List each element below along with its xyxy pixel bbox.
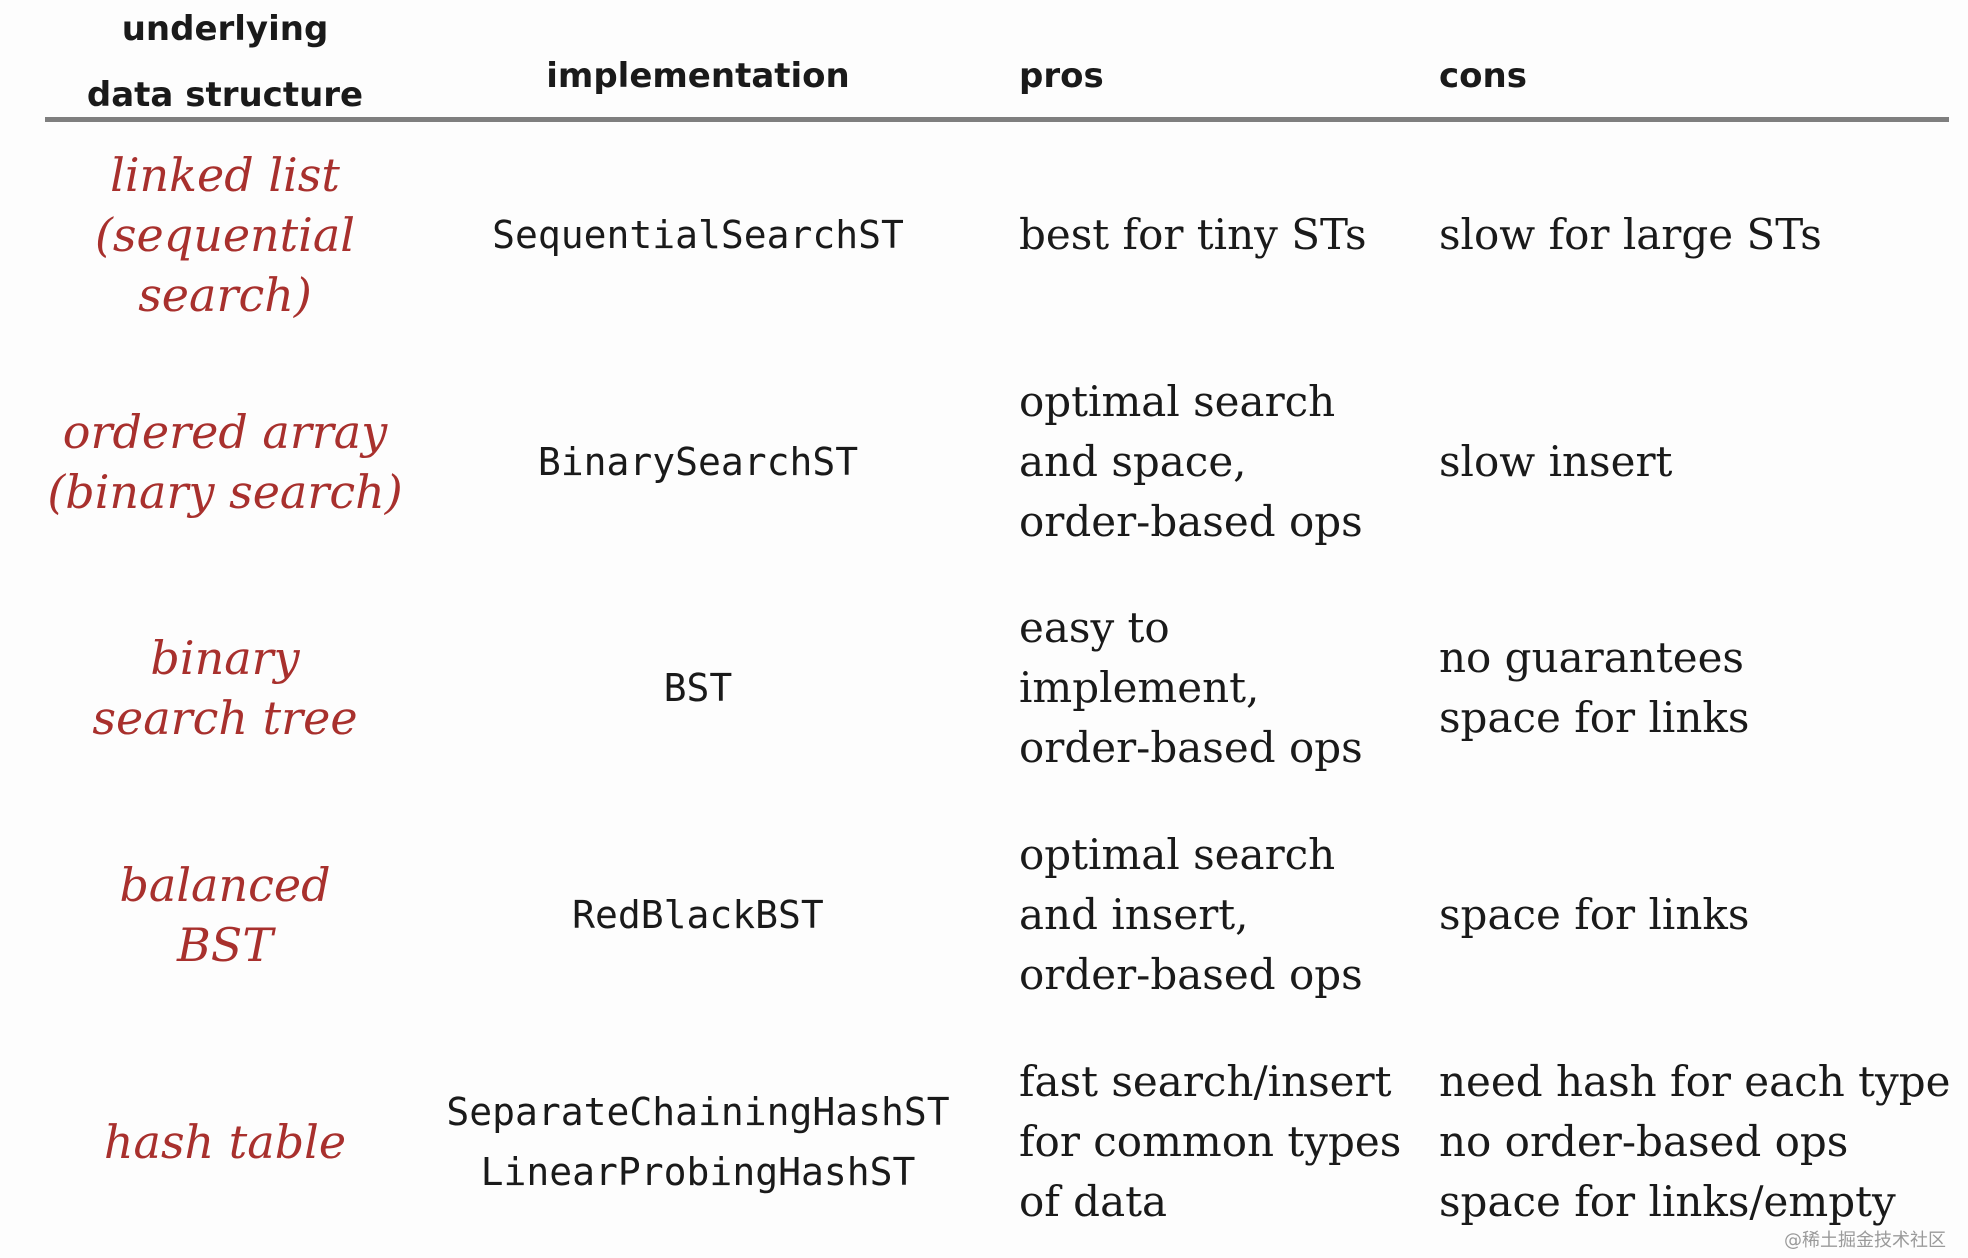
structure-line: (sequential [94,208,356,262]
header-structure-line1: underlying [121,9,329,49]
cons-line: slow for large STs [1439,210,1822,259]
implementation-line: RedBlackBST [572,893,824,937]
cons-line: no order-based ops [1439,1117,1849,1166]
structure-line: balanced [119,858,331,912]
implementation-cell: SequentialSearchST [428,145,968,325]
pros-line: and space, [1019,437,1247,486]
implementation-line: LinearProbingHashST [480,1150,916,1194]
pros-line: order-based ops [1019,723,1363,772]
structure-line: search) [138,268,312,322]
structure-cell: ordered array (binary search) [45,372,405,552]
structure-cell: hash table [45,1052,405,1232]
pros-cell: optimal search and insert, order-based o… [1019,825,1429,1005]
structure-cell: linked list (sequential search) [45,145,405,325]
cons-line: slow insert [1439,437,1673,486]
pros-line: easy to [1019,603,1170,652]
table-row: hash table SeparateChainingHashST Linear… [45,1052,1951,1232]
structure-line: search tree [92,691,358,745]
header-structure: underlying data structure [45,0,405,128]
structure-line: (binary search) [47,465,403,519]
implementation-line: BinarySearchST [537,440,859,484]
pros-line: best for tiny STs [1019,210,1367,259]
table-row: balanced BST RedBlackBST optimal search … [45,825,1949,1005]
pros-cell: easy to implement, order-based ops [1019,598,1429,778]
cons-line: space for links [1439,693,1750,742]
pros-line: fast search/insert [1019,1057,1392,1106]
implementation-cell: BST [428,598,968,778]
cons-line: space for links [1439,890,1750,939]
pros-line: optimal search [1019,830,1336,879]
header-pros: pros [1019,56,1104,96]
cons-line: space for links/empty [1439,1177,1896,1226]
header-structure-line2: data structure [86,75,364,115]
implementation-line: SequentialSearchST [492,213,904,257]
structure-line: hash table [103,1115,347,1169]
structure-line: BST [177,918,273,972]
structure-cell: binary search tree [45,598,405,778]
header-rule [45,117,1949,122]
pros-line: and insert, [1019,890,1249,939]
implementation-cell: BinarySearchST [428,372,968,552]
pros-line: optimal search [1019,377,1336,426]
cons-cell: need hash for each type no order-based o… [1439,1052,1951,1232]
cons-cell: space for links [1439,825,1949,1005]
pros-line: of data [1019,1177,1168,1226]
implementation-line: BST [663,666,733,710]
pros-line: implement, [1019,663,1260,712]
watermark: @稀土掘金技术社区 [1784,1230,1946,1251]
implementation-line: SeparateChainingHashST [446,1090,950,1134]
cons-line: need hash for each type [1439,1057,1951,1106]
cons-cell: slow insert [1439,372,1949,552]
structure-cell: balanced BST [45,825,405,1005]
cons-cell: no guarantees space for links [1439,598,1949,778]
cons-cell: slow for large STs [1439,145,1949,325]
table-row: ordered array (binary search) BinarySear… [45,372,1949,552]
table-row: linked list (sequential search) Sequenti… [45,145,1949,325]
pros-cell: fast search/insert for common types of d… [1019,1052,1429,1232]
implementation-cell: SeparateChainingHashST LinearProbingHash… [428,1052,968,1232]
pros-line: for common types [1019,1117,1402,1166]
table-row: binary search tree BST easy to implement… [45,598,1949,778]
pros-cell: best for tiny STs [1019,145,1429,325]
pros-cell: optimal search and space, order-based op… [1019,372,1429,552]
cons-line: no guarantees [1439,633,1744,682]
pros-line: order-based ops [1019,950,1363,999]
structure-line: binary [150,631,300,685]
header-cons: cons [1439,56,1527,96]
implementation-cell: RedBlackBST [428,825,968,1005]
pros-line: order-based ops [1019,497,1363,546]
structure-line: ordered array [62,405,388,459]
structure-line: linked list [110,148,340,202]
header-implementation: implementation [546,56,850,96]
